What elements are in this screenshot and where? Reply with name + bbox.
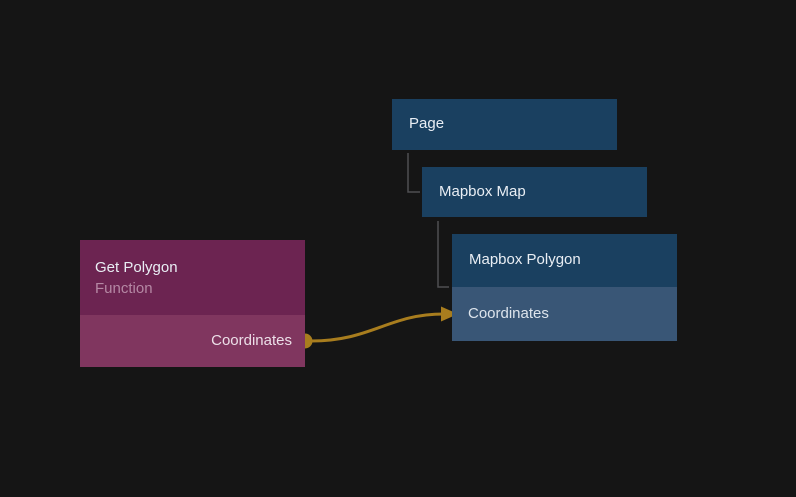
node-page[interactable]: Page <box>392 99 617 150</box>
node-get-polygon-header[interactable]: Get Polygon Function <box>80 240 305 315</box>
node-page-header[interactable]: Page <box>392 99 617 150</box>
port-coordinates-input[interactable]: Coordinates <box>452 287 677 341</box>
node-get-polygon-title: Get Polygon <box>95 259 178 276</box>
node-mapbox-map-header[interactable]: Mapbox Map <box>422 167 647 217</box>
node-get-polygon[interactable]: Get Polygon Function Coordinates <box>80 240 305 367</box>
node-mapbox-polygon[interactable]: Mapbox Polygon Coordinates <box>452 234 677 341</box>
port-coordinates-input-label: Coordinates <box>468 304 549 322</box>
port-coordinates-output-label: Coordinates <box>211 331 292 349</box>
node-get-polygon-subtitle: Function <box>95 279 153 297</box>
tree-connector-page-to-map <box>407 153 420 193</box>
node-mapbox-polygon-header[interactable]: Mapbox Polygon <box>452 234 677 287</box>
port-coordinates-output[interactable]: Coordinates <box>80 315 305 367</box>
node-mapbox-polygon-title: Mapbox Polygon <box>469 251 581 269</box>
node-page-title: Page <box>409 115 445 133</box>
node-mapbox-map[interactable]: Mapbox Map <box>422 167 647 217</box>
connection-wire[interactable] <box>310 312 445 343</box>
node-mapbox-map-title: Mapbox Map <box>439 182 526 200</box>
tree-connector-map-to-polygon <box>437 221 449 288</box>
